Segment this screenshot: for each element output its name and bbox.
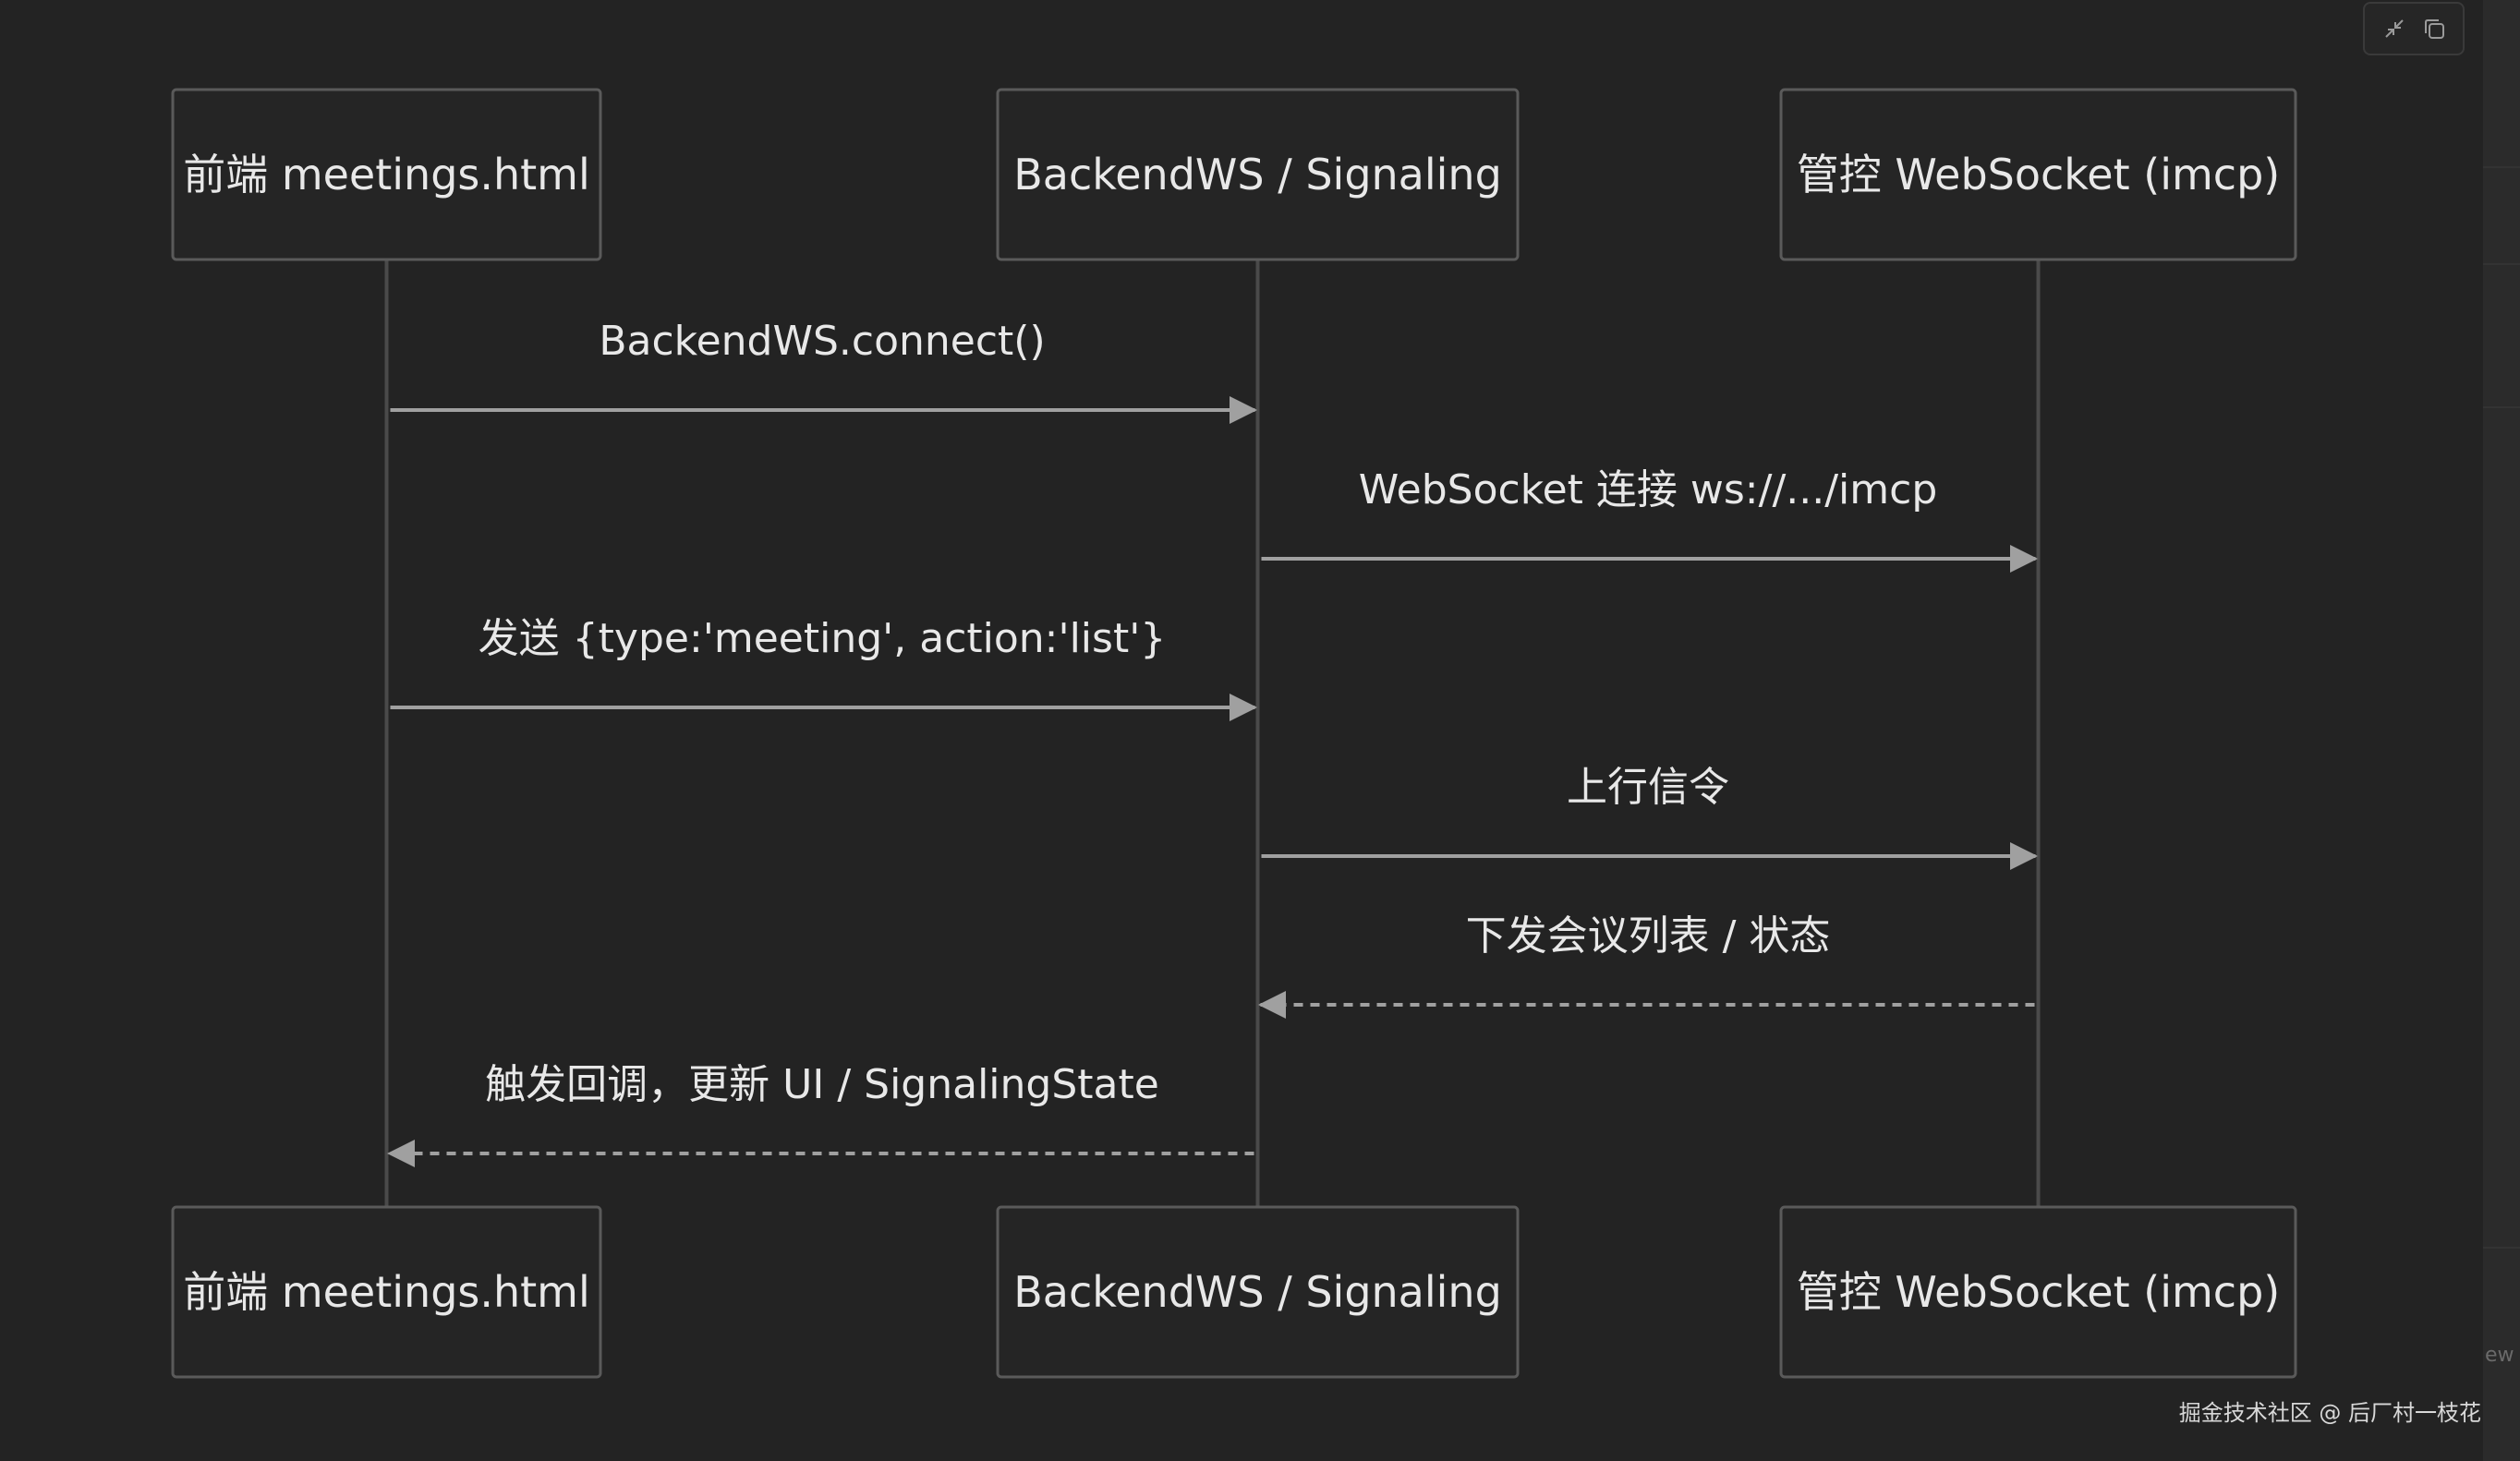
participant-label: 前端 meetings.html [183,1267,590,1317]
strip-divider [2483,406,2520,408]
message-label: WebSocket 连接 ws://.../imcp [1359,466,1938,513]
copy-icon [2424,19,2444,39]
participant-box-frame [996,88,1520,261]
participant-label: BackendWS / Signaling [1013,150,1502,199]
participant-box-frame [996,1205,1520,1379]
participant-label: 前端 meetings.html [183,150,590,199]
message-label: 发送 {type:'meeting', action:'list'} [479,615,1167,662]
participant-box-top: 管控 WebSocket (imcp) [1779,88,2297,261]
participant-box-frame [1779,1205,2297,1379]
message-arrow: 上行信令 [1261,764,2038,870]
participant-box-top: 前端 meetings.html [171,88,602,261]
right-scroll-strip [2483,0,2520,1461]
strip-divider [2483,263,2520,265]
copy-button[interactable] [2417,12,2451,45]
strip-divider [2483,166,2520,168]
participant-box-bottom: 前端 meetings.html [171,1205,602,1379]
participant-box-frame [171,1205,602,1379]
participant-box-bottom: 管控 WebSocket (imcp) [1779,1205,2297,1379]
participant-box-top: BackendWS / Signaling [996,88,1520,261]
collapse-button[interactable] [2378,12,2411,45]
strip-partial-text: ew [2485,1344,2514,1367]
participant-label: 管控 WebSocket (imcp) [1797,1267,2280,1317]
collapse-icon [2384,19,2404,38]
message-label: 上行信令 [1567,764,1729,811]
strip-divider [2483,1247,2520,1249]
message-arrow: WebSocket 连接 ws://.../imcp [1261,466,2038,573]
message-label: 触发回调，更新 UI / SignalingState [485,1061,1159,1108]
message-arrow: BackendWS.connect() [390,318,1257,424]
message-label: BackendWS.connect() [599,318,1045,365]
participant-box-frame [1779,88,2297,261]
diagram-toolbar [2363,2,2465,55]
message-arrow: 触发回调，更新 UI / SignalingState [387,1061,1254,1167]
participant-box-frame [171,88,602,261]
watermark-text: 掘金技术社区 @ 后厂村一枝花 [2178,1400,2481,1426]
message-arrow: 发送 {type:'meeting', action:'list'} [390,615,1257,721]
participant-label: 管控 WebSocket (imcp) [1797,150,2280,199]
participant-label: BackendWS / Signaling [1013,1267,1502,1317]
participant-box-bottom: BackendWS / Signaling [996,1205,1520,1379]
message-label: 下发会议列表 / 状态 [1466,912,1831,960]
message-arrow: 下发会议列表 / 状态 [1258,912,2035,1019]
